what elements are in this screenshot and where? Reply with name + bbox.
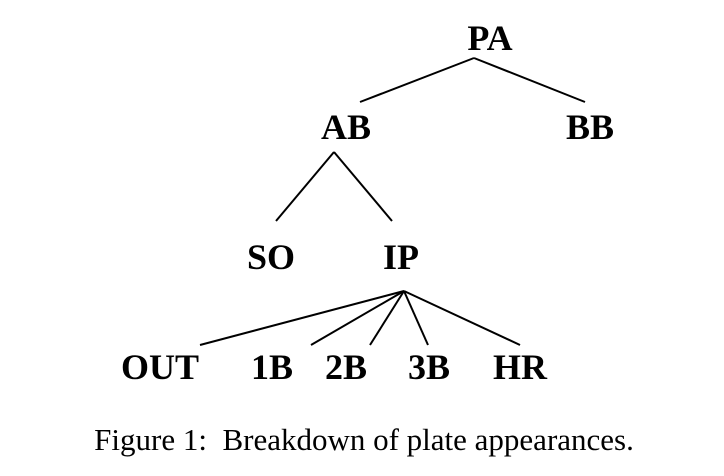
node-so: SO xyxy=(247,237,295,277)
node-ip: IP xyxy=(383,237,419,277)
edge-ab-so xyxy=(275,151,335,222)
edge-ip-hr xyxy=(403,290,521,346)
edge-pa-ab xyxy=(359,57,475,103)
edges xyxy=(199,57,586,346)
node-ab: AB xyxy=(321,107,371,147)
edge-ip-out xyxy=(199,290,405,346)
edge-ip-1b xyxy=(310,290,405,346)
edge-ip-2b xyxy=(369,290,405,346)
nodes: PA AB BB SO IP OUT 1B 2B 3B HR xyxy=(121,18,614,387)
node-2b: 2B xyxy=(325,347,367,387)
edge-pa-bb xyxy=(473,57,586,103)
edge-ip-3b xyxy=(403,290,429,346)
node-pa: PA xyxy=(467,18,512,58)
node-bb: BB xyxy=(566,107,614,147)
node-3b: 3B xyxy=(408,347,450,387)
figure-caption: Figure 1: Breakdown of plate appearances… xyxy=(94,422,634,457)
node-1b: 1B xyxy=(251,347,293,387)
node-out: OUT xyxy=(121,347,199,387)
edge-ab-ip xyxy=(333,151,393,222)
node-hr: HR xyxy=(493,347,548,387)
